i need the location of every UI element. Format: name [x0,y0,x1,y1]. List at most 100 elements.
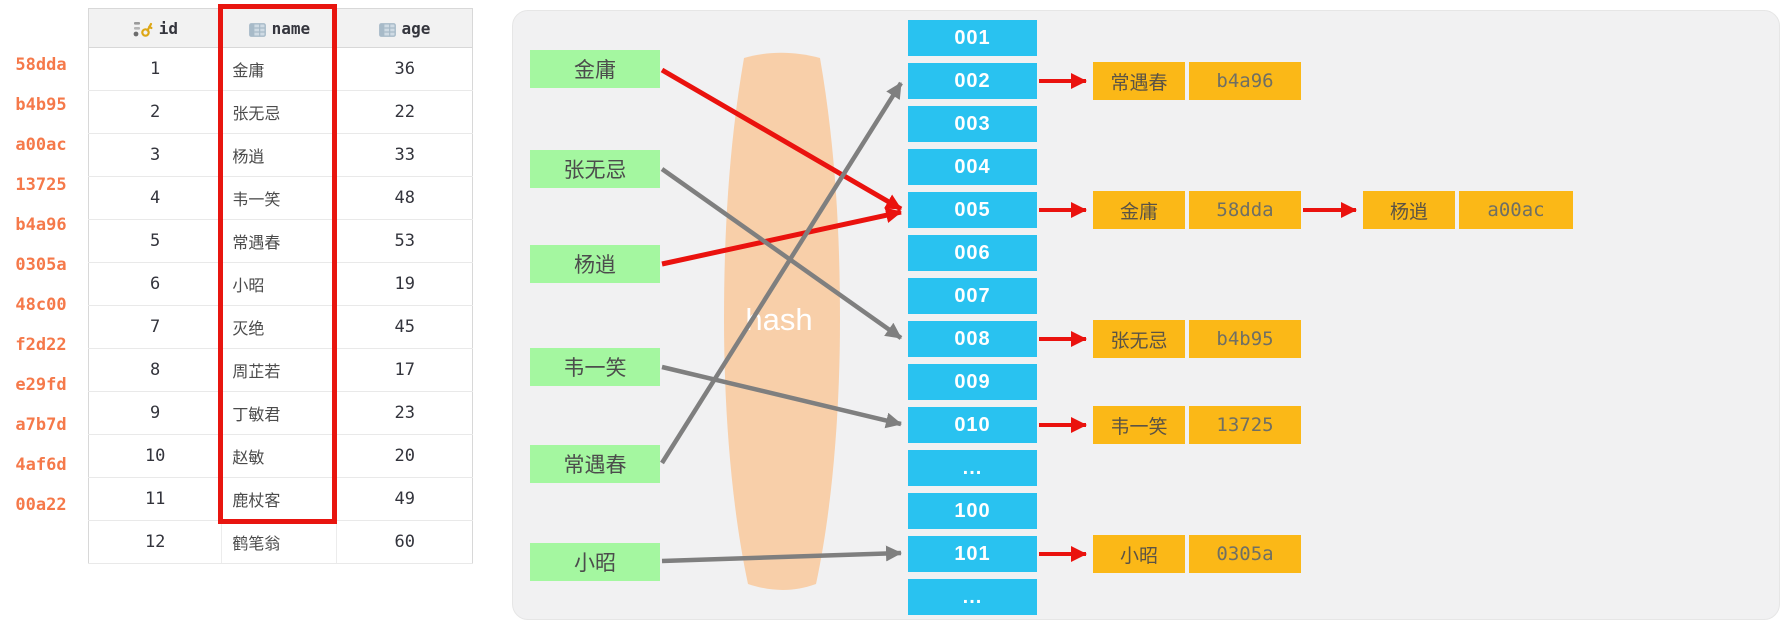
name-cell: 张无忌 [221,90,337,134]
chain-name-box: 常遇春 [1093,62,1185,100]
id-cell: 10 [88,434,222,478]
age-cell: 36 [336,47,473,91]
row-hash-label: f2d22 [15,335,67,355]
row-hash-label: 13725 [15,175,67,195]
age-cell: 48 [336,176,473,220]
age-cell: 23 [336,391,473,435]
input-name-box: 常遇春 [530,445,660,483]
name-cell: 常遇春 [221,219,337,263]
hash-function-label: hash [745,302,813,337]
bucket-cell: 100 [908,493,1037,529]
chain-name-box: 张无忌 [1093,320,1185,358]
row-hash-label: 58dda [15,55,67,75]
name-cell: 杨逍 [221,133,337,177]
bucket-cell: 003 [908,106,1037,142]
age-cell: 20 [336,434,473,478]
id-cell: 3 [88,133,222,177]
row-hash-label: b4b95 [15,95,67,115]
id-cell: 5 [88,219,222,263]
chain-hash-box: 0305a [1189,535,1301,573]
id-cell: 9 [88,391,222,435]
chain-name-box: 韦一笑 [1093,406,1185,444]
bucket-cell: 001 [908,20,1037,56]
key-icon [133,21,153,37]
bucket-cell: 101 [908,536,1037,572]
input-name-box: 张无忌 [530,150,660,188]
name-cell: 鹤笔翁 [221,520,337,564]
input-name-box: 韦一笑 [530,348,660,386]
input-name-box: 金庸 [530,50,660,88]
input-name-box: 杨逍 [530,245,660,283]
bucket-cell: 002 [908,63,1037,99]
chain-name-box: 杨逍 [1363,191,1455,229]
input-name-box: 小昭 [530,543,660,581]
chain-hash-box: 58dda [1189,191,1301,229]
id-cell: 2 [88,90,222,134]
id-cell: 7 [88,305,222,349]
column-header-age: age [336,8,473,48]
bucket-cell: ... [908,450,1037,486]
column-header-id: id [88,8,222,48]
id-cell: 4 [88,176,222,220]
id-cell: 1 [88,47,222,91]
bucket-cell: 006 [908,235,1037,271]
age-cell: 45 [336,305,473,349]
id-cell: 12 [88,520,222,564]
id-cell: 8 [88,348,222,392]
chain-hash-box: b4a96 [1189,62,1301,100]
name-cell: 周芷若 [221,348,337,392]
age-cell: 19 [336,262,473,306]
table-icon [248,22,266,37]
column-header-name: name [221,8,337,48]
name-cell: 金庸 [221,47,337,91]
id-cell: 6 [88,262,222,306]
row-hash-label: a00ac [15,135,67,155]
row-hash-label: b4a96 [15,215,67,235]
name-cell: 韦一笑 [221,176,337,220]
row-hash-label: 48c00 [15,295,67,315]
diagram-panel [512,10,1780,620]
table-header-row: id name age [88,8,473,48]
row-hash-label: 4af6d [15,455,67,475]
row-hash-label: a7b7d [15,415,67,435]
bucket-cell: 008 [908,321,1037,357]
name-cell: 赵敏 [221,434,337,478]
bucket-cell: 009 [908,364,1037,400]
chain-hash-box: 13725 [1189,406,1301,444]
age-cell: 22 [336,90,473,134]
row-hash-label: e29fd [15,375,67,395]
chain-name-box: 金庸 [1093,191,1185,229]
id-cell: 11 [88,477,222,521]
age-cell: 33 [336,133,473,177]
row-hash-label: 0305a [15,255,67,275]
bucket-cell: 005 [908,192,1037,228]
row-hash-label: 00a22 [15,495,67,515]
bucket-cell: 004 [908,149,1037,185]
name-cell: 鹿杖客 [221,477,337,521]
table-icon [378,22,396,37]
name-cell: 丁敏君 [221,391,337,435]
age-cell: 60 [336,520,473,564]
age-cell: 17 [336,348,473,392]
name-cell: 灭绝 [221,305,337,349]
age-cell: 53 [336,219,473,263]
bucket-cell: ... [908,579,1037,615]
chain-hash-box: b4b95 [1189,320,1301,358]
age-cell: 49 [336,477,473,521]
chain-hash-box: a00ac [1459,191,1573,229]
chain-name-box: 小昭 [1093,535,1185,573]
